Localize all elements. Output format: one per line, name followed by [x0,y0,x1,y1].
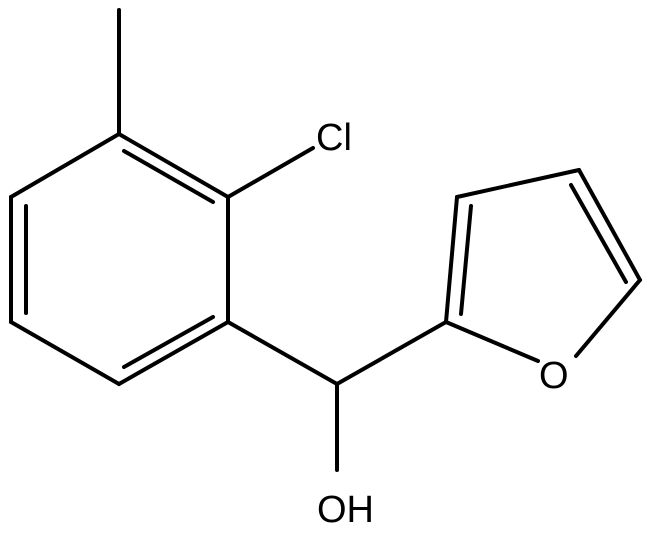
bond-furan-o-c2 [444,320,540,363]
bond-furan-c4-c5-inner [569,183,628,284]
bond-c-cl [226,146,315,199]
bond-benzene-c3-c4-inner [122,315,215,369]
chlorine-label: Cl [316,117,352,159]
hydroxyl-label: OH [317,489,374,531]
bond-furan-c3-c4 [455,168,581,199]
bond-ring-to-carbinol [226,320,339,386]
bond-benzene-c6-c1 [9,132,121,199]
furan-ring [444,168,642,363]
bond-benzene-c1-c2-inner [122,149,215,204]
bond-benzene-c3-c4 [117,320,230,386]
bond-carbinol-to-furan [335,320,448,386]
bond-benzene-c4-c5 [9,320,121,386]
benzene-ring [9,132,230,386]
bond-benzene-c1-c2 [117,132,230,199]
ring-oxygen-label: O [539,355,569,397]
bond-furan-c2-c3-inner [459,204,473,316]
bond-furan-c5-o [574,278,642,358]
bond-furan-c4-c5 [577,168,642,282]
bond-furan-c2-c3 [444,195,459,324]
